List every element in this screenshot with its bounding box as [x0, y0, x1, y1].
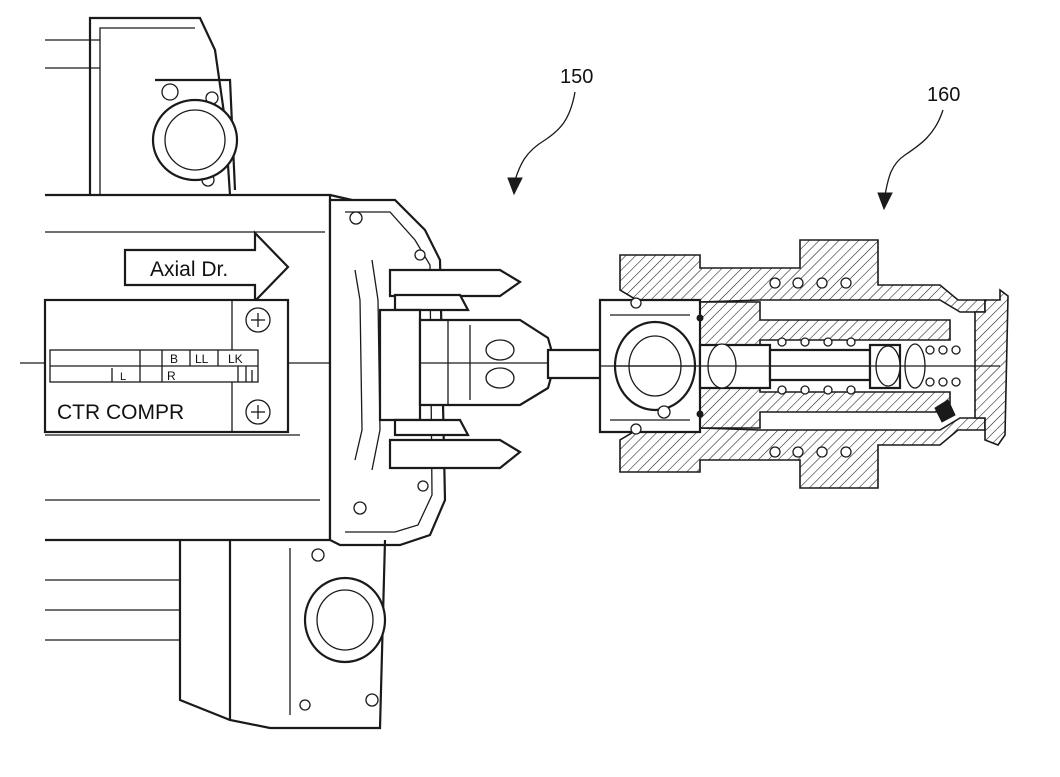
leader-line	[884, 109, 944, 196]
reference-numeral-150: 150	[560, 66, 593, 88]
leader-arrowhead	[877, 192, 893, 211]
scale-letter: R	[167, 369, 176, 383]
axial-direction-label: Axial Dr.	[150, 258, 228, 281]
leader-line	[514, 91, 576, 181]
reference-160: 160	[877, 84, 960, 211]
scale-letter: B	[170, 352, 178, 366]
axial-direction-arrow	[123, 230, 290, 304]
scale-letter: LL	[195, 352, 209, 366]
scale-letter: LK	[228, 352, 243, 366]
reference-numeral-160: 160	[927, 84, 960, 106]
plate-label: CTR COMPR	[57, 401, 184, 424]
coupling-cross-section	[598, 239, 1009, 489]
compressor-housing: Axial Dr. B LL LK L R CTR COMPR	[20, 16, 624, 730]
leader-arrowhead	[507, 177, 523, 196]
reference-150: 150	[507, 66, 593, 196]
scale-letter: L	[120, 371, 126, 383]
spring-coils	[769, 277, 961, 458]
